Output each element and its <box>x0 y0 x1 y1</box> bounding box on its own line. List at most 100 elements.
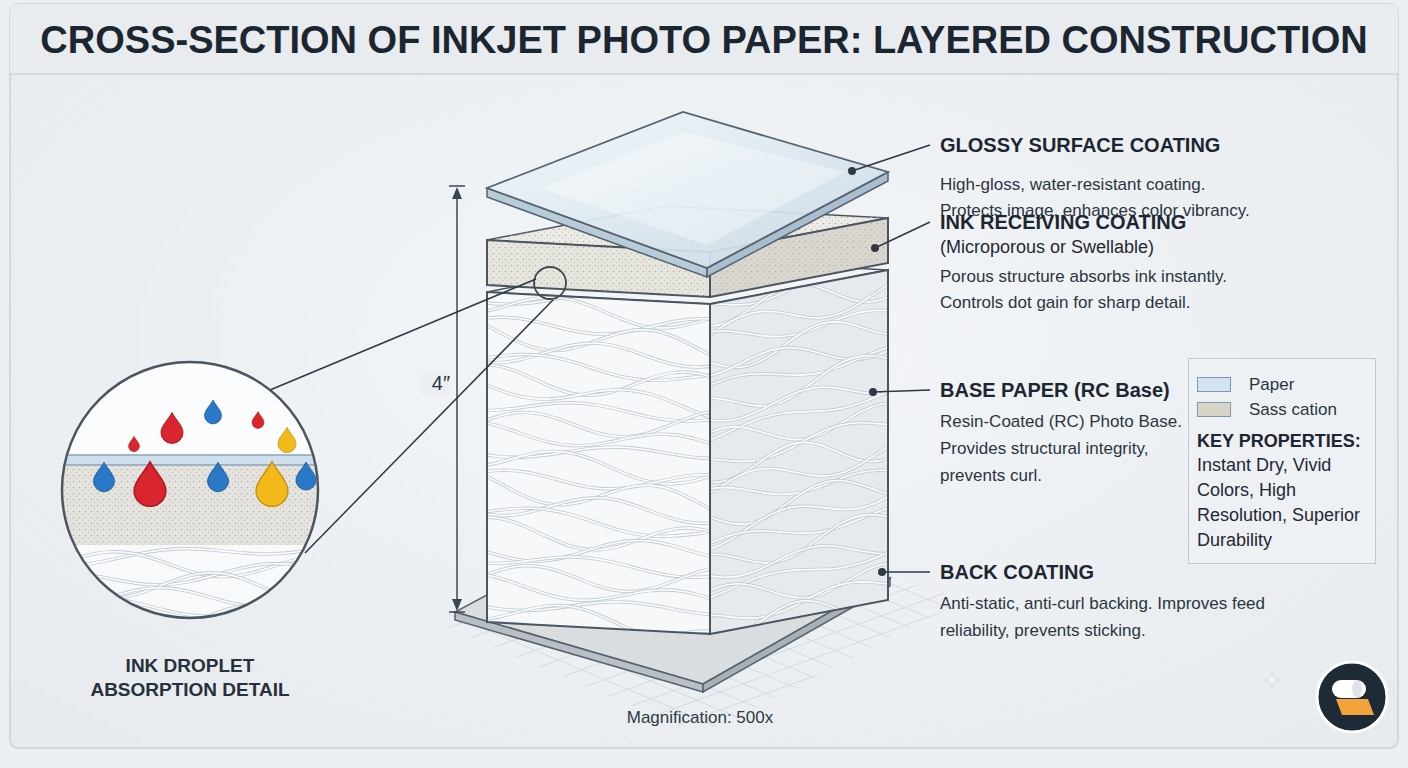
fiber-core <box>470 451 725 484</box>
fiber <box>700 489 900 552</box>
fiber-core <box>700 344 900 389</box>
callout-text: Porous structure absorbs ink instantly. … <box>940 264 1265 316</box>
fiber-edge <box>55 597 325 616</box>
fiber-core <box>700 489 900 552</box>
fiber-edge <box>700 322 900 368</box>
fiber <box>700 480 900 524</box>
callout-leader <box>852 145 930 171</box>
glossy-layer <box>487 112 888 277</box>
fiber-edge <box>700 344 900 389</box>
fiber-edge <box>700 547 900 601</box>
icon-disc <box>1317 662 1387 732</box>
magnification-note: Magnification: 500x <box>560 707 840 729</box>
fiber-core <box>700 386 900 445</box>
detail-circle: INK DROPLET ABSORPTION DETAIL <box>60 360 320 702</box>
fiber <box>700 601 900 639</box>
fiber-core <box>700 403 900 440</box>
fiber <box>470 566 725 592</box>
fiber-texture <box>470 292 725 671</box>
leader-dot <box>848 167 856 175</box>
ink-drop <box>94 462 115 491</box>
leader-dots <box>848 167 886 576</box>
legend-row: Sass cation <box>1197 397 1367 422</box>
ink-drop <box>296 462 316 490</box>
fiber <box>700 562 900 597</box>
fiber <box>700 344 900 389</box>
base-front-outline <box>487 292 710 634</box>
fiber <box>470 451 725 484</box>
fiber-edge <box>470 517 725 550</box>
fiber <box>700 345 900 378</box>
callout-text: Resin-Coated (RC) Photo Base. Provides s… <box>940 408 1186 489</box>
fiber <box>55 588 325 614</box>
fiber-edge <box>700 345 900 378</box>
leader-lines <box>270 145 930 572</box>
callout-leader <box>875 222 930 248</box>
fiber <box>470 409 725 436</box>
fiber-core <box>55 588 325 614</box>
ink-drop <box>205 400 222 424</box>
fiber-edge <box>700 387 900 420</box>
icon-roll-end <box>1352 680 1362 698</box>
ink-drop <box>252 412 264 429</box>
fiber-core <box>470 517 725 550</box>
dimension-arrow <box>452 187 462 199</box>
circle-outline <box>60 360 320 620</box>
fiber <box>700 322 900 368</box>
fiber-edge <box>470 508 725 536</box>
fiber <box>700 442 900 482</box>
fiber-edge <box>700 601 900 639</box>
fiber-core <box>700 601 900 639</box>
base-side <box>710 270 888 634</box>
fiber-edge <box>470 566 725 592</box>
callout-leader <box>882 571 930 573</box>
fiber-edge <box>700 515 900 563</box>
dimension-label: 4″ <box>420 371 450 395</box>
grid-line <box>420 728 980 768</box>
fiber-core <box>700 562 900 597</box>
sparkle <box>1263 671 1281 689</box>
leader-dot <box>878 568 886 576</box>
grid-line <box>420 764 980 768</box>
fiber-core <box>700 442 900 482</box>
fiber-core <box>700 480 900 524</box>
detail-fiber-ground <box>60 545 320 625</box>
callout-leader <box>873 390 930 392</box>
fiber-edge <box>470 572 725 604</box>
fiber-edge <box>55 605 325 634</box>
fiber <box>470 517 725 550</box>
base-paper <box>470 224 900 672</box>
fiber <box>470 419 725 448</box>
fiber-edge <box>700 480 900 524</box>
fiber <box>700 505 900 547</box>
gloss-highlight <box>540 132 845 245</box>
fiber-edge <box>470 419 725 448</box>
fiber <box>700 386 900 445</box>
fiber <box>700 403 900 440</box>
base-side-outline <box>710 270 888 634</box>
fiber <box>700 470 900 494</box>
fiber <box>470 447 725 459</box>
detail-marker <box>534 267 566 299</box>
fiber <box>470 317 725 334</box>
fiber-core <box>55 597 325 616</box>
legend-text: Paper <box>1249 374 1294 396</box>
fiber <box>55 597 325 616</box>
fiber-edge <box>55 588 325 614</box>
callout-heading: BASE PAPER (RC Base) <box>940 378 1170 402</box>
legend-swatch <box>1197 377 1231 392</box>
ink-drop <box>129 436 140 451</box>
fiber-core <box>700 505 900 547</box>
ink-drop <box>256 462 288 507</box>
dimension-tick <box>449 185 465 187</box>
fiber-core <box>470 409 725 436</box>
fiber-core <box>470 317 725 334</box>
node-text: Instant Dry, Vivid Colors, High Resoluti… <box>1197 453 1367 553</box>
fiber-texture <box>55 547 325 634</box>
fiber-edge <box>700 505 900 547</box>
callout-heading: GLOSSY SURFACE COATING <box>940 133 1220 157</box>
diagram-title: CROSS-SECTION OF INKJET PHOTO PAPER: LAY… <box>0 17 1408 63</box>
dimension-tick <box>449 611 465 613</box>
callout-heading: BACK COATING <box>940 560 1094 584</box>
